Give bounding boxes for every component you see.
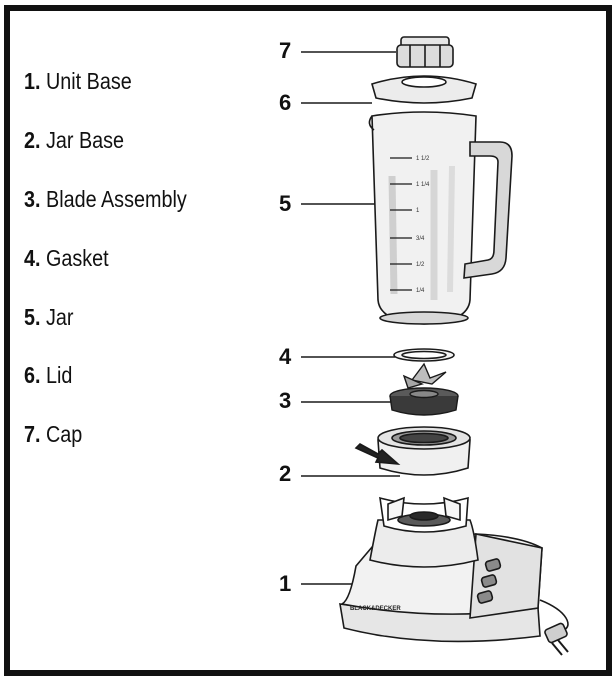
legend-item-blade-assembly: 3. Blade Assembly [24, 186, 187, 213]
jar-marking-text: 1/4 [416, 288, 425, 294]
callout-number-2: 2 [279, 461, 291, 486]
legend-label: Blade Assembly [45, 186, 187, 212]
callout-number-4: 4 [279, 344, 292, 369]
legend-number: 5. [24, 304, 41, 330]
legend-label: Jar Base [45, 127, 125, 153]
callout-number-3: 3 [279, 388, 291, 413]
legend-item-jar-base: 2. Jar Base [24, 127, 124, 154]
legend-label: Lid [45, 362, 73, 388]
unit-base-part: BLACK&DECKER [339, 496, 569, 656]
jar-marking-text: 1 [416, 208, 420, 214]
legend-number: 6. [24, 362, 41, 388]
jar-marking-text: 1/2 [416, 262, 425, 268]
blade-assembly-part [389, 362, 459, 416]
legend-label: Unit Base [45, 68, 132, 94]
legend-label: Cap [45, 421, 83, 447]
lid-part [371, 75, 477, 104]
callout-number-6: 6 [279, 90, 291, 115]
legend-item-cap: 7. Cap [24, 421, 82, 448]
legend-number: 3. [24, 186, 41, 212]
speed-button [476, 590, 494, 604]
legend-item-gasket: 4. Gasket [24, 245, 109, 272]
cap-part [396, 36, 454, 68]
legend-item-jar: 5. Jar [24, 304, 73, 331]
jar-marking-text: 3/4 [416, 236, 425, 242]
callout-number-1: 1 [279, 571, 291, 596]
legend-number: 1. [24, 68, 41, 94]
speed-button [484, 558, 502, 572]
legend-item-unit-base: 1. Unit Base [24, 68, 132, 95]
turn-direction-arrow-icon [354, 443, 401, 466]
legend-label: Gasket [45, 245, 109, 271]
jar-base-part [354, 426, 471, 476]
legend-label: Jar [45, 304, 74, 330]
jar-measure-ticks [390, 157, 412, 291]
legend-number: 4. [24, 245, 41, 271]
brand-label: BLACK&DECKER [350, 606, 401, 612]
callout-number-5: 5 [279, 191, 291, 216]
leader-lines [301, 51, 400, 585]
legend-item-lid: 6. Lid [24, 362, 72, 389]
legend-number: 7. [24, 421, 41, 447]
jar-part: 1 1/2 1 1/4 1 3/4 1/2 1/4 [368, 111, 513, 325]
legend-number: 2. [24, 127, 41, 153]
power-plug-icon [544, 622, 569, 656]
gasket-part [393, 348, 455, 362]
jar-marking-text: 1 1/2 [416, 156, 430, 162]
speed-control-buttons [476, 558, 502, 604]
jar-marking-text: 1 1/4 [416, 182, 430, 188]
callout-number-7: 7 [279, 38, 291, 63]
speed-button [480, 574, 498, 588]
